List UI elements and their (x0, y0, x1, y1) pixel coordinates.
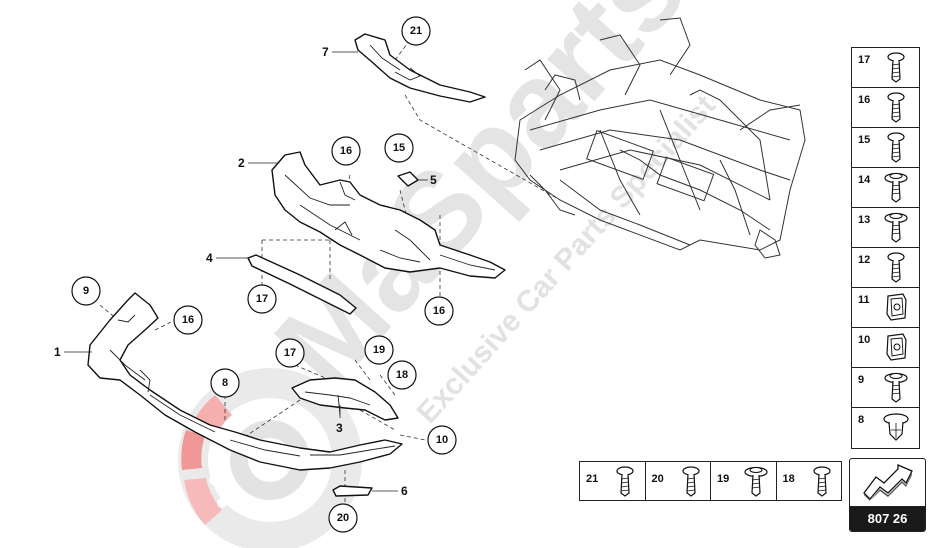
callout-1[interactable]: 1 (54, 345, 61, 359)
legend-item-number: 8 (858, 414, 865, 426)
bubble-10-label: 10 (436, 434, 448, 446)
screw-icon (608, 464, 642, 498)
fastener-legend-bottom: 21 20 19 18 (579, 461, 842, 501)
part-3-center-bracket[interactable] (291, 377, 399, 421)
callout-4[interactable]: 4 (206, 251, 213, 265)
legend-item-13[interactable]: 13 (852, 208, 919, 248)
next-diagram-arrow-icon (863, 464, 913, 501)
bubble-17-center[interactable]: 17 (275, 338, 305, 368)
legend-item-18[interactable]: 18 (777, 462, 842, 500)
bubble-21[interactable]: 21 (401, 16, 431, 46)
bubble-17-left-label: 17 (256, 293, 268, 305)
next-diagram-button[interactable]: 807 26 (849, 458, 926, 532)
legend-item-number: 10 (858, 334, 871, 346)
clip-nut-icon (879, 290, 913, 324)
screw-icon (879, 50, 913, 84)
legend-item-number: 18 (782, 473, 795, 485)
callout-leader-lines (64, 51, 428, 492)
legend-item-10[interactable]: 10 (852, 328, 919, 368)
bubble-20-label: 20 (337, 512, 349, 524)
callout-5[interactable]: 5 (430, 173, 437, 187)
legend-item-number: 12 (858, 254, 871, 266)
bubble-16-right[interactable]: 16 (424, 296, 454, 326)
bubble-15-label: 15 (393, 142, 405, 154)
chassis-frame (514, 17, 806, 259)
flange-screw-icon (879, 210, 913, 244)
part-7-upper-bracket[interactable] (354, 33, 486, 103)
expansion-rivet-icon (879, 410, 913, 444)
bubble-18-label: 18 (396, 369, 408, 381)
legend-item-number: 20 (651, 473, 664, 485)
legend-item-number: 19 (717, 473, 730, 485)
bubble-8[interactable]: 8 (210, 368, 240, 398)
screw-icon (674, 464, 708, 498)
legend-item-number: 21 (586, 473, 599, 485)
bubble-19[interactable]: 19 (364, 335, 394, 365)
screw-icon (805, 464, 839, 498)
bubble-20[interactable]: 20 (328, 503, 358, 533)
legend-item-number: 13 (858, 214, 871, 226)
flange-screw-icon (879, 370, 913, 404)
clip-nut-icon (879, 330, 913, 364)
legend-item-15[interactable]: 15 (852, 128, 919, 168)
legend-item-9[interactable]: 9 (852, 368, 919, 408)
callout-3[interactable]: 3 (336, 421, 343, 435)
bubble-10[interactable]: 10 (427, 425, 457, 455)
legend-item-11[interactable]: 11 (852, 288, 919, 328)
bubble-16-left[interactable]: 16 (173, 305, 203, 335)
bubble-21-label: 21 (410, 25, 422, 37)
legend-item-16[interactable]: 16 (852, 88, 919, 128)
callout-7[interactable]: 7 (322, 45, 329, 59)
flange-screw-icon (739, 464, 773, 498)
bubble-17-left[interactable]: 17 (247, 284, 277, 314)
part-6-small-strip[interactable] (332, 485, 373, 497)
bubble-16-upper-label: 16 (340, 145, 352, 157)
screw-icon (879, 250, 913, 284)
diagram-code: 807 26 (850, 506, 925, 531)
part-2-front-undertray[interactable] (271, 151, 506, 279)
legend-item-number: 14 (858, 174, 871, 186)
callout-2[interactable]: 2 (238, 156, 245, 170)
legend-item-number: 11 (858, 294, 870, 306)
legend-item-12[interactable]: 12 (852, 248, 919, 288)
flange-screw-icon (879, 170, 913, 204)
legend-item-number: 16 (858, 94, 871, 106)
bubble-8-label: 8 (222, 377, 228, 389)
bubble-18[interactable]: 18 (387, 360, 417, 390)
bubble-9-label: 9 (83, 285, 89, 297)
bubble-16-right-label: 16 (433, 305, 445, 317)
bubble-16-left-label: 16 (182, 314, 194, 326)
bubble-9[interactable]: 9 (71, 276, 101, 306)
legend-item-19[interactable]: 19 (711, 462, 777, 500)
bubble-17-center-label: 17 (284, 347, 296, 359)
fastener-legend-side: 17 16 15 14 13 12 11 10 9 8 (851, 47, 920, 449)
legend-item-14[interactable]: 14 (852, 168, 919, 208)
legend-item-number: 17 (858, 54, 871, 66)
legend-item-17[interactable]: 17 (852, 48, 919, 88)
screw-icon (879, 130, 913, 164)
legend-item-20[interactable]: 20 (646, 462, 711, 500)
bubble-15[interactable]: 15 (384, 133, 414, 163)
part-1-front-spoiler[interactable] (87, 292, 403, 471)
legend-item-21[interactable]: 21 (580, 462, 646, 500)
legend-item-8[interactable]: 8 (852, 408, 919, 447)
bubble-16-upper[interactable]: 16 (331, 136, 361, 166)
callout-6[interactable]: 6 (401, 484, 408, 498)
bubble-19-label: 19 (373, 344, 385, 356)
part-4-seal-strip[interactable] (247, 254, 357, 315)
legend-item-number: 9 (858, 374, 865, 386)
legend-item-number: 15 (858, 134, 871, 146)
screw-icon (879, 90, 913, 124)
